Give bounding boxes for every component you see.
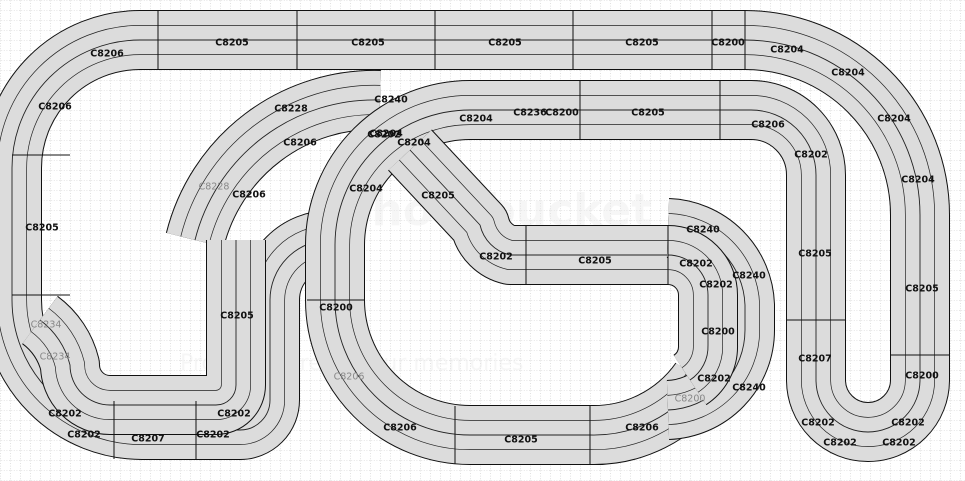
piece-label: C8234 [31, 320, 62, 331]
piece-label: C8205 [421, 191, 454, 202]
piece-label: C8228 [199, 182, 230, 193]
piece-label: C8205 [220, 311, 253, 322]
piece-label: C8205 [905, 284, 938, 295]
piece-label: C8205 [488, 38, 521, 49]
piece-label: C8206 [751, 120, 785, 131]
piece-label: C8206 [38, 102, 72, 113]
piece-label: C8202 [697, 374, 730, 385]
track-inner-left-vertical [21, 240, 266, 435]
piece-label: C8206 [383, 423, 417, 434]
piece-label: C8204 [397, 138, 431, 149]
track-crossover [388, 129, 668, 285]
piece-label: C8236 [513, 108, 547, 119]
piece-label: C8202 [679, 259, 712, 270]
piece-label: C8202 [823, 438, 856, 449]
piece-label: C8206 [334, 372, 365, 383]
piece-label: C8207 [798, 354, 831, 365]
piece-label: C8200 [675, 394, 706, 405]
track-inner-loop [305, 80, 725, 466]
piece-label: C8200 [701, 327, 735, 338]
piece-label: C8205 [25, 223, 58, 234]
piece-label: C8205 [625, 38, 658, 49]
piece-label: C8206 [283, 138, 317, 149]
piece-label: C8207 [131, 434, 164, 445]
piece-label: C8202 [882, 438, 915, 449]
track-right-hairpin [786, 378, 950, 462]
piece-label: C8205 [798, 249, 831, 260]
piece-label: C8204 [459, 114, 493, 125]
piece-label: C8205 [215, 38, 248, 49]
piece-label: C8202 [479, 252, 512, 263]
piece-label: C8204 [349, 184, 383, 195]
piece-label: C8202 [801, 418, 834, 429]
piece-label: C8200 [545, 108, 579, 119]
piece-label: C8200 [711, 38, 745, 49]
piece-label: C8240 [374, 95, 408, 106]
piece-label: C8206 [232, 190, 266, 201]
piece-label: C8240 [732, 383, 766, 394]
piece-label: C8206 [90, 49, 124, 60]
track-pieces [0, 10, 950, 466]
piece-label: C8240 [686, 225, 720, 236]
track-small-loop-inner [666, 225, 738, 406]
track-outer-right-curve [744, 10, 950, 380]
piece-label: C8204 [877, 114, 911, 125]
piece-label: C8200 [319, 303, 353, 314]
piece-label: C8202 [794, 150, 827, 161]
piece-label: C8200 [905, 371, 939, 382]
piece-label: C8202 [217, 409, 250, 420]
piece-label: C8202 [67, 430, 100, 441]
piece-label: C8204 [831, 68, 865, 79]
piece-label: C8202 [48, 409, 81, 420]
piece-label: C8234 [40, 352, 71, 363]
track-inner-right-vertical [520, 80, 846, 380]
piece-label: C8240 [732, 271, 766, 282]
piece-label: C8204 [369, 129, 403, 140]
piece-label: C8205 [631, 108, 664, 119]
piece-label: C8205 [504, 435, 537, 446]
track-inner-left-wing [165, 69, 381, 248]
piece-label: C8202 [367, 130, 400, 141]
piece-dividers [12, 11, 949, 464]
piece-label: C8204 [770, 45, 804, 56]
piece-label: C8205 [351, 38, 384, 49]
piece-label: C8228 [274, 104, 308, 115]
piece-label: C8202 [891, 418, 924, 429]
piece-label: C8202 [196, 430, 229, 441]
piece-label: C8206 [625, 423, 659, 434]
piece-label: C8202 [699, 280, 732, 291]
piece-label: C8204 [901, 175, 935, 186]
piece-label: C8205 [578, 256, 611, 267]
